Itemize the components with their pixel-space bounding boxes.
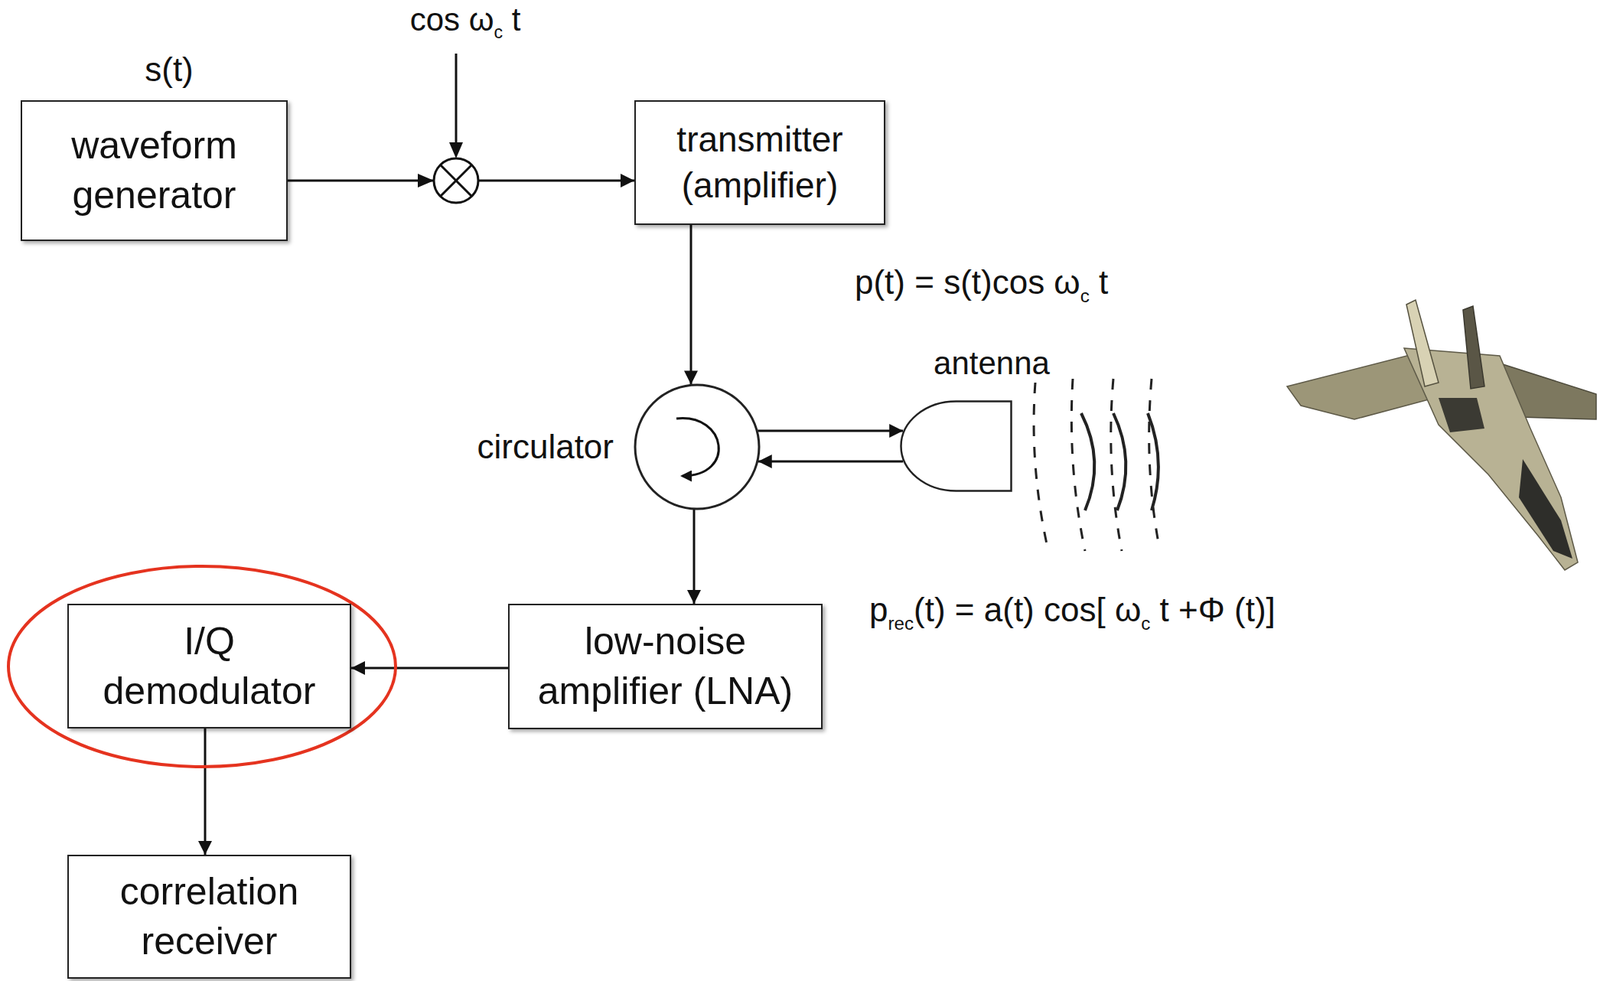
signal-arrow xyxy=(690,224,693,385)
aircraft-tail xyxy=(1406,299,1439,387)
shape-outline xyxy=(899,400,1013,493)
signal-arrow xyxy=(204,728,207,855)
wavefront xyxy=(1033,382,1049,551)
wavefronts-solid xyxy=(1081,413,1159,511)
process-box: correlation receiver xyxy=(67,854,352,979)
mixer-cross xyxy=(440,165,473,197)
signal-arrow xyxy=(757,430,903,433)
wavefront xyxy=(1111,378,1122,551)
arrowhead xyxy=(417,173,434,188)
mixer-cross xyxy=(440,165,473,197)
part-name: circulator xyxy=(477,424,615,469)
subscript: rec xyxy=(887,612,914,634)
process-box: low-noise amplifier (LNA) xyxy=(508,603,823,730)
circulator-outline xyxy=(635,384,760,509)
wavefront xyxy=(1071,378,1086,551)
signal-arrow xyxy=(758,460,903,463)
process-box: I/Q demodulator xyxy=(67,603,352,729)
wavefront xyxy=(1147,413,1159,511)
signal-equation: p(t) = s(t)cos ωc t xyxy=(854,262,1108,307)
mixer-symbol xyxy=(433,158,479,203)
box-label: correlation receiver xyxy=(87,866,332,967)
text-run: cos ω xyxy=(410,1,495,38)
aircraft-tail xyxy=(1463,306,1485,389)
carrier-wire xyxy=(455,53,458,146)
process-box: waveform generator xyxy=(20,100,288,242)
wavefront xyxy=(1081,413,1095,511)
shape-outline xyxy=(633,383,761,511)
highlight-ellipse xyxy=(8,566,396,767)
process-box: transmitter (amplifier) xyxy=(634,100,886,225)
signal-name: cos ωc t xyxy=(410,0,522,44)
circulator-rotation-arrow xyxy=(676,418,719,476)
box-label: I/Q demodulator xyxy=(87,616,332,717)
wavefronts-dashed xyxy=(1033,378,1160,551)
text-run: (t) = a(t) cos[ ω xyxy=(913,590,1141,629)
text-run: t xyxy=(502,1,521,38)
signal-arrow xyxy=(693,509,696,604)
aircraft-nose xyxy=(1518,459,1573,559)
aircraft-illustration xyxy=(1287,299,1597,571)
antenna-shape: antenna xyxy=(899,400,1013,493)
subscript: c xyxy=(1080,285,1090,307)
text-run: p xyxy=(869,590,888,629)
signal-name: s(t) xyxy=(144,49,194,91)
wavefront xyxy=(1113,413,1126,511)
box-label: low-noise amplifier (LNA) xyxy=(527,616,803,717)
subscript: c xyxy=(1140,612,1151,634)
circulator-circle: circulator xyxy=(633,383,761,511)
signal-arrow xyxy=(351,667,509,670)
aircraft-intake xyxy=(1438,397,1485,433)
subscript: c xyxy=(493,22,503,43)
box-label: waveform generator xyxy=(40,120,268,221)
text-run: p(t) = s(t)cos ω xyxy=(854,263,1081,301)
box-label: transmitter (amplifier) xyxy=(654,117,866,209)
text-run: t +Φ (t)] xyxy=(1150,590,1275,629)
antenna-outline xyxy=(901,401,1012,492)
signal-equation: prec(t) = a(t) cos[ ωc t +Φ (t)] xyxy=(869,589,1276,635)
arrowhead xyxy=(449,142,463,159)
text-run: t xyxy=(1089,263,1108,301)
part-name: antenna xyxy=(933,342,1050,385)
text-run: s(t) xyxy=(144,50,194,88)
